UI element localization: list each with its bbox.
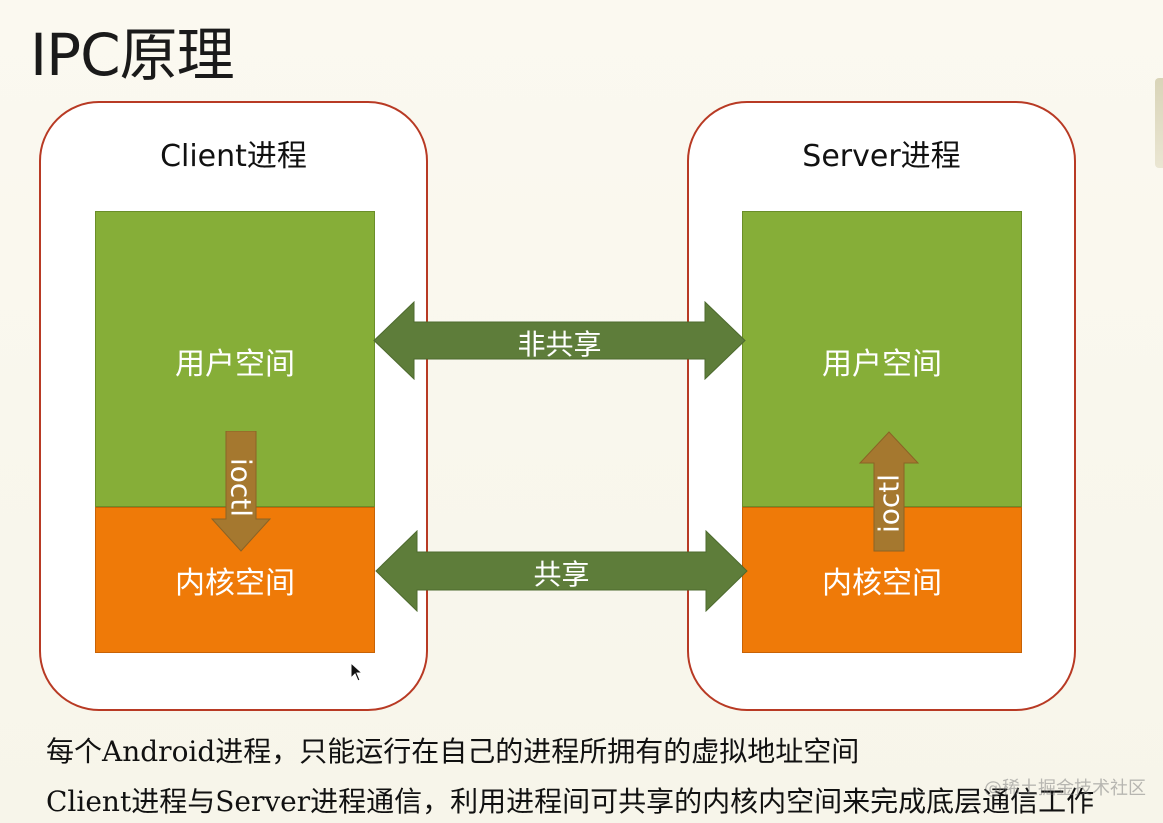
- down-arrow-icon: [210, 430, 272, 552]
- server-user-space-label: 用户空间: [822, 347, 942, 382]
- slide-edge-decoration: [1155, 78, 1163, 168]
- client-kernel-space-label: 内核空间: [175, 566, 295, 601]
- client-process-title: Client进程: [160, 139, 307, 174]
- double-headed-arrow-icon: [373, 301, 746, 380]
- caption-line-1: 每个Android进程，只能运行在自己的进程所拥有的虚拟地址空间: [46, 735, 860, 768]
- server-ioctl-arrow: ioctl: [858, 431, 920, 552]
- client-ioctl-label: ioctl: [224, 457, 258, 518]
- kernel-space-link-arrow: 共享: [375, 530, 748, 612]
- watermark: @稀土掘金技术社区: [984, 778, 1146, 799]
- user-space-link-arrow: 非共享: [373, 301, 746, 380]
- up-arrow-icon: [858, 431, 920, 552]
- kernel-space-link-label: 共享: [533, 558, 590, 591]
- server-kernel-space-label: 内核空间: [822, 566, 942, 601]
- client-ioctl-arrow: ioctl: [210, 430, 272, 552]
- server-ioctl-label: ioctl: [872, 473, 906, 534]
- mouse-pointer-icon: [350, 661, 364, 686]
- server-user-space: 用户空间: [742, 211, 1022, 507]
- user-space-link-label: 非共享: [517, 328, 602, 361]
- server-kernel-space: 内核空间: [742, 507, 1022, 653]
- slide-title: IPC原理: [30, 21, 235, 89]
- double-headed-arrow-icon: [375, 530, 748, 612]
- caption-line-2: Client进程与Server进程通信，利用进程间可共享的内核内空间来完成底层通…: [46, 785, 1095, 818]
- server-process-title: Server进程: [802, 139, 961, 174]
- client-user-space-label: 用户空间: [175, 347, 295, 382]
